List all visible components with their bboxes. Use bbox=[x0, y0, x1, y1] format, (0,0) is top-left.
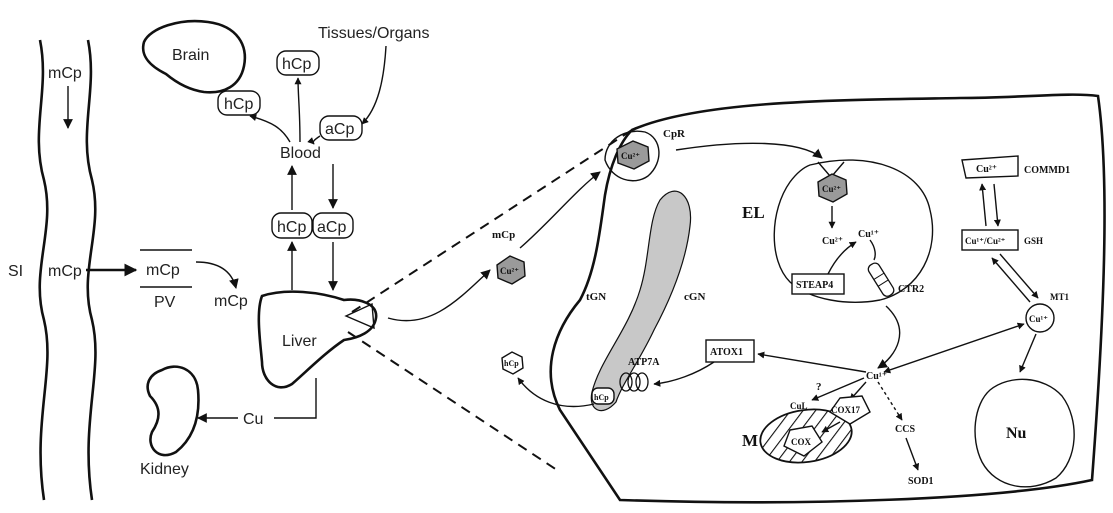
cu2-inner-label: Cu²⁺ bbox=[822, 236, 843, 247]
brain-label: Brain bbox=[172, 47, 209, 64]
blood-label: Blood bbox=[280, 145, 321, 162]
el-entry-line-1 bbox=[818, 162, 830, 176]
ctr2-label: CTR2 bbox=[898, 284, 924, 295]
si-label: SI bbox=[8, 263, 23, 280]
ccs-label: CCS bbox=[895, 424, 915, 435]
blood-to-tissues-arrow bbox=[298, 78, 300, 142]
blood-to-brain-arrow bbox=[250, 116, 290, 142]
cu2-receptor-label: Cu²⁺ bbox=[621, 151, 640, 161]
tgn-label: tGN bbox=[586, 291, 606, 303]
acp-to-blood-arrow bbox=[313, 136, 320, 144]
tissues-to-acp-arrow bbox=[362, 46, 386, 124]
golgi-outline bbox=[591, 191, 690, 410]
el-entry-line-2 bbox=[832, 162, 844, 176]
mt1-label: MT1 bbox=[1050, 292, 1069, 302]
commd-gsh-arrow-down bbox=[994, 184, 998, 226]
cu1-to-atox1-arrow bbox=[758, 354, 866, 372]
el-label: EL bbox=[742, 203, 765, 222]
cu-label: Cu bbox=[243, 411, 263, 428]
commd-gsh-arrow-up bbox=[982, 184, 986, 226]
mcp-liver-label: mCp bbox=[214, 293, 248, 310]
m-label: M bbox=[742, 431, 758, 450]
intestine-wall-left bbox=[39, 40, 48, 500]
hcp-golgi-label: hCp bbox=[594, 393, 609, 402]
ctr2-channel bbox=[866, 261, 895, 298]
cu1-center-label: Cu¹⁺ bbox=[866, 371, 887, 382]
gsh-mt1-arrow-up bbox=[992, 258, 1030, 302]
pv-label: PV bbox=[154, 294, 176, 311]
sod1-label: SOD1 bbox=[908, 476, 934, 487]
cox17-label: COX17 bbox=[831, 405, 860, 415]
ctr2-to-cytosol-arrow bbox=[878, 306, 900, 368]
nu-label: Nu bbox=[1006, 425, 1027, 442]
mcp-pv-label: mCp bbox=[146, 262, 180, 279]
cu2-commd-label: Cu²⁺ bbox=[976, 164, 997, 175]
cu1-to-ctr2-arrow bbox=[870, 240, 875, 260]
cox-label: COX bbox=[791, 437, 812, 447]
cu2-el-label: Cu²⁺ bbox=[822, 184, 841, 194]
kidney-outline bbox=[148, 367, 199, 456]
zoom-line-bottom bbox=[348, 332, 560, 472]
atp7a-label: ATP7A bbox=[628, 357, 660, 368]
kidney-label: Kidney bbox=[140, 461, 189, 478]
hcp-tissues-label: hCp bbox=[282, 56, 311, 73]
liver-outline bbox=[259, 292, 376, 388]
hcp-mid-label: hCp bbox=[277, 219, 306, 236]
receptor-to-el-arrow bbox=[676, 143, 822, 158]
ccs-to-sod1-arrow bbox=[906, 438, 918, 470]
mcp-to-receptor-arrow bbox=[520, 172, 600, 248]
mt1-to-nucleus-arrow bbox=[1020, 334, 1036, 372]
atox1-label: ATOX1 bbox=[710, 347, 743, 358]
cpr-label: CpR bbox=[663, 128, 686, 140]
gsh-label: GSH bbox=[1024, 236, 1043, 246]
hcp-brain-label: hCp bbox=[224, 96, 253, 113]
cu1-to-ccs-arrow bbox=[878, 382, 902, 420]
question-label: ? bbox=[816, 381, 822, 393]
cu-gsh-label: Cu¹⁺/Cu²⁺ bbox=[965, 236, 1006, 246]
pv-to-liver-arrow bbox=[196, 262, 236, 288]
mcp-cell-label: mCp bbox=[492, 229, 515, 241]
gsh-mt1-arrow-down bbox=[1000, 254, 1038, 298]
cu1-mt1-label: Cu¹⁺ bbox=[1029, 314, 1048, 324]
tissues-label: Tissues/Organs bbox=[318, 25, 429, 42]
acp-tissues-label: aCp bbox=[325, 121, 354, 138]
mcp-si-label: mCp bbox=[48, 263, 82, 280]
cu1-mt1-exchange-arrow bbox=[884, 324, 1024, 372]
cu2-mcp-label: Cu²⁺ bbox=[500, 266, 519, 276]
hcp-out-label: hCp bbox=[504, 359, 519, 368]
liver-to-mcp-arrow bbox=[388, 270, 490, 321]
cgn-label: cGN bbox=[684, 291, 705, 303]
steap4-label: STEAP4 bbox=[796, 280, 833, 291]
mcp-top-label: mCp bbox=[48, 65, 82, 82]
cu1-el-label: Cu¹⁺ bbox=[858, 229, 879, 240]
atox1-to-atp7a-arrow bbox=[654, 362, 714, 384]
commd1-label: COMMD1 bbox=[1024, 165, 1070, 176]
liver-label: Liver bbox=[282, 333, 317, 350]
acp-mid-label: aCp bbox=[317, 219, 346, 236]
zoom-line-top bbox=[352, 130, 632, 312]
